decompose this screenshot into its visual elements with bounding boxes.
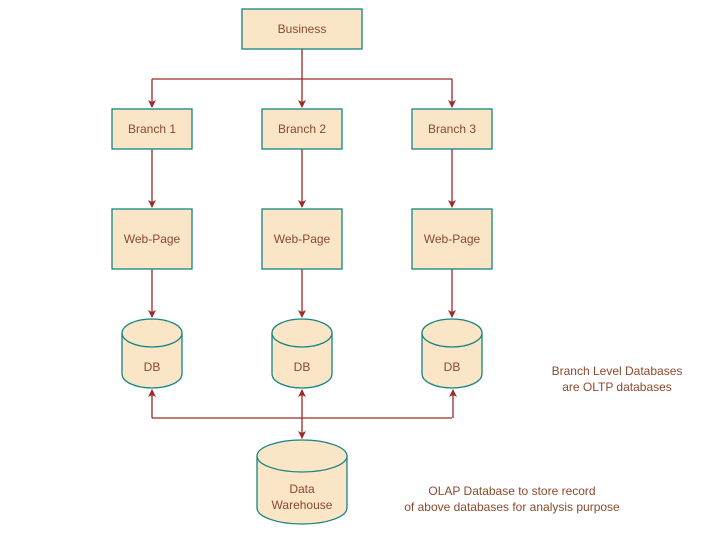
node-webpage-box [111,208,193,270]
edges-webpage-to-db [148,269,456,318]
node-webpage-label: Web-Page [124,232,181,246]
node-branch-label: Branch 3 [428,122,476,136]
node-business[interactable]: Business [241,8,363,50]
node-data-warehouse[interactable]: Data Warehouse [256,439,348,525]
node-db-1[interactable]: DB [121,318,183,389]
node-business-box [241,8,363,50]
db-cylinder-rim [121,332,183,348]
node-branch-box [111,108,193,150]
edges-business-to-branches [148,49,456,108]
node-webpage-label: Web-Page [274,232,331,246]
node-db-label: DB [144,360,161,374]
note-olap-line2: of above databases for analysis purpose [404,500,620,514]
db-cylinder-rim [271,332,333,348]
note-olap: OLAP Database to store record of above d… [404,484,620,514]
node-branch-1[interactable]: Branch 1 [111,108,193,150]
node-db-label: DB [294,360,311,374]
node-branch-label: Branch 2 [278,122,326,136]
warehouse-label-line1: Data [289,482,315,496]
node-webpage-3[interactable]: Web-Page [411,208,493,270]
node-webpage-box [411,208,493,270]
node-webpage-label: Web-Page [424,232,481,246]
note-oltp-line1: Branch Level Databases [552,364,683,378]
node-branch-label: Branch 1 [128,122,176,136]
db-cylinder-icon [271,318,333,389]
edges-db-warehouse [148,389,457,439]
db-cylinder-icon [421,318,483,389]
node-branch-2[interactable]: Branch 2 [261,108,343,150]
db-cylinder-icon [121,318,183,389]
node-webpage-2[interactable]: Web-Page [261,208,343,270]
node-webpage-1[interactable]: Web-Page [111,208,193,270]
note-oltp: Branch Level Databases are OLTP database… [552,364,683,394]
node-db-3[interactable]: DB [421,318,483,389]
db-cylinder-rim [421,332,483,348]
node-business-label: Business [278,22,327,36]
note-oltp-line2: are OLTP databases [562,380,672,394]
edges-branch-to-webpage [148,149,456,208]
node-webpage-box [261,208,343,270]
warehouse-label-line2: Warehouse [272,498,333,512]
warehouse-cylinder-rim [256,455,348,473]
node-db-label: DB [444,360,461,374]
node-branch-3[interactable]: Branch 3 [411,108,493,150]
note-olap-line1: OLAP Database to store record [428,484,595,498]
node-branch-box [411,108,493,150]
node-db-2[interactable]: DB [271,318,333,389]
node-branch-box [261,108,343,150]
